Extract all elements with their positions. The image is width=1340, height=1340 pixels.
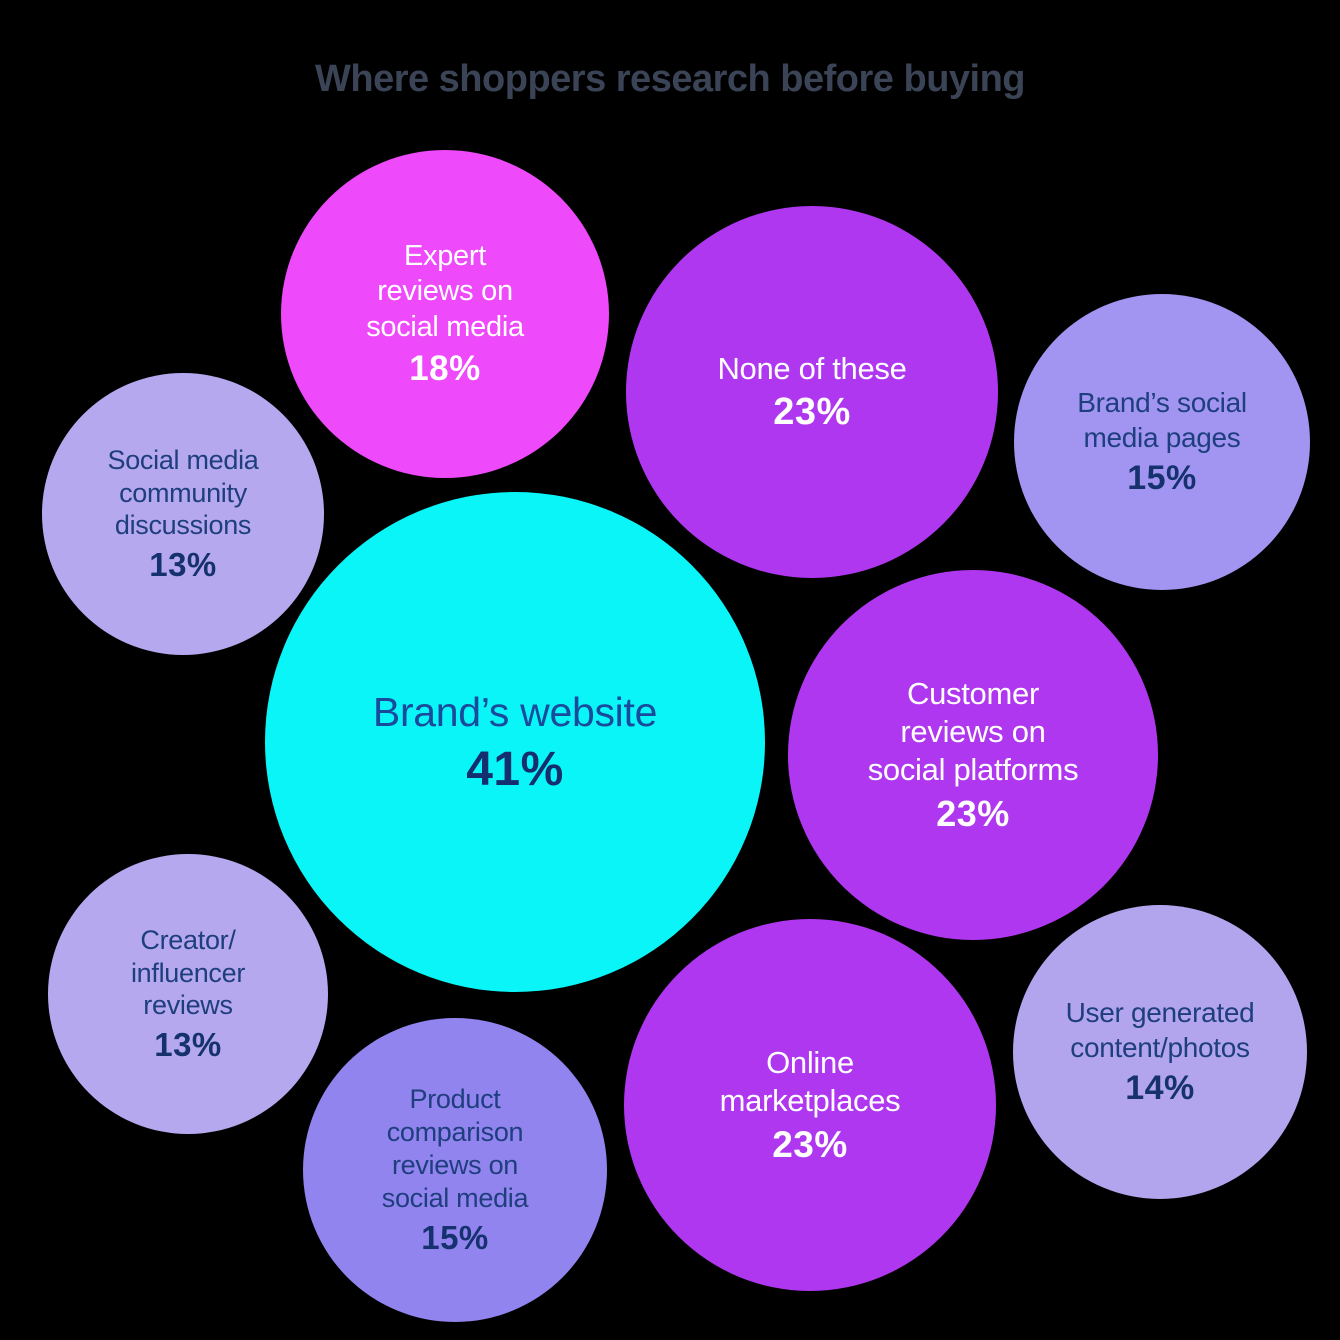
bubble-creator-influencer-reviews: Creator/ influencer reviews 13% [48,854,328,1134]
bubble-online-marketplaces: Online marketplaces 23% [624,919,996,1291]
bubble-value: 13% [154,1026,222,1064]
bubble-value: 14% [1125,1068,1195,1107]
bubble-value: 15% [1127,458,1197,497]
bubble-label: None of these [717,350,907,386]
bubble-product-comparison-reviews-social-media: Product comparison reviews on social med… [303,1018,607,1322]
bubble-user-generated-content-photos: User generated content/photos 14% [1013,905,1307,1199]
bubble-brands-social-media-pages: Brand’s social media pages 15% [1014,294,1310,590]
bubble-label: Product comparison reviews on social med… [381,1084,529,1213]
bubble-customer-reviews-social-platforms: Customer reviews on social platforms 23% [788,570,1158,940]
bubble-label: User generated content/photos [1065,997,1255,1063]
bubble-value: 23% [773,391,851,434]
bubble-value: 13% [149,546,217,584]
bubble-label: Online marketplaces [719,1045,901,1118]
bubble-value: 15% [421,1218,489,1256]
bubble-label: Creator/ influencer reviews [130,924,246,1021]
bubble-value: 41% [466,742,564,796]
bubble-none-of-these: None of these 23% [626,206,998,578]
bubble-label: Customer reviews on social platforms [867,676,1079,787]
bubble-brands-website: Brand’s website 41% [265,492,765,992]
bubble-value: 23% [772,1123,848,1165]
bubble-value: 23% [936,792,1010,834]
bubble-social-media-community-discussions: Social media community discussions 13% [42,373,324,655]
bubble-label: Social media community discussions [107,444,259,541]
bubble-value: 18% [409,349,481,389]
bubble-label: Expert reviews on social media [366,239,524,343]
bubble-label: Brand’s website [372,689,658,736]
chart-title: Where shoppers research before buying [314,58,1026,100]
bubble-expert-reviews-social-media: Expert reviews on social media 18% [281,150,609,478]
bubble-label: Brand’s social media pages [1077,387,1247,453]
